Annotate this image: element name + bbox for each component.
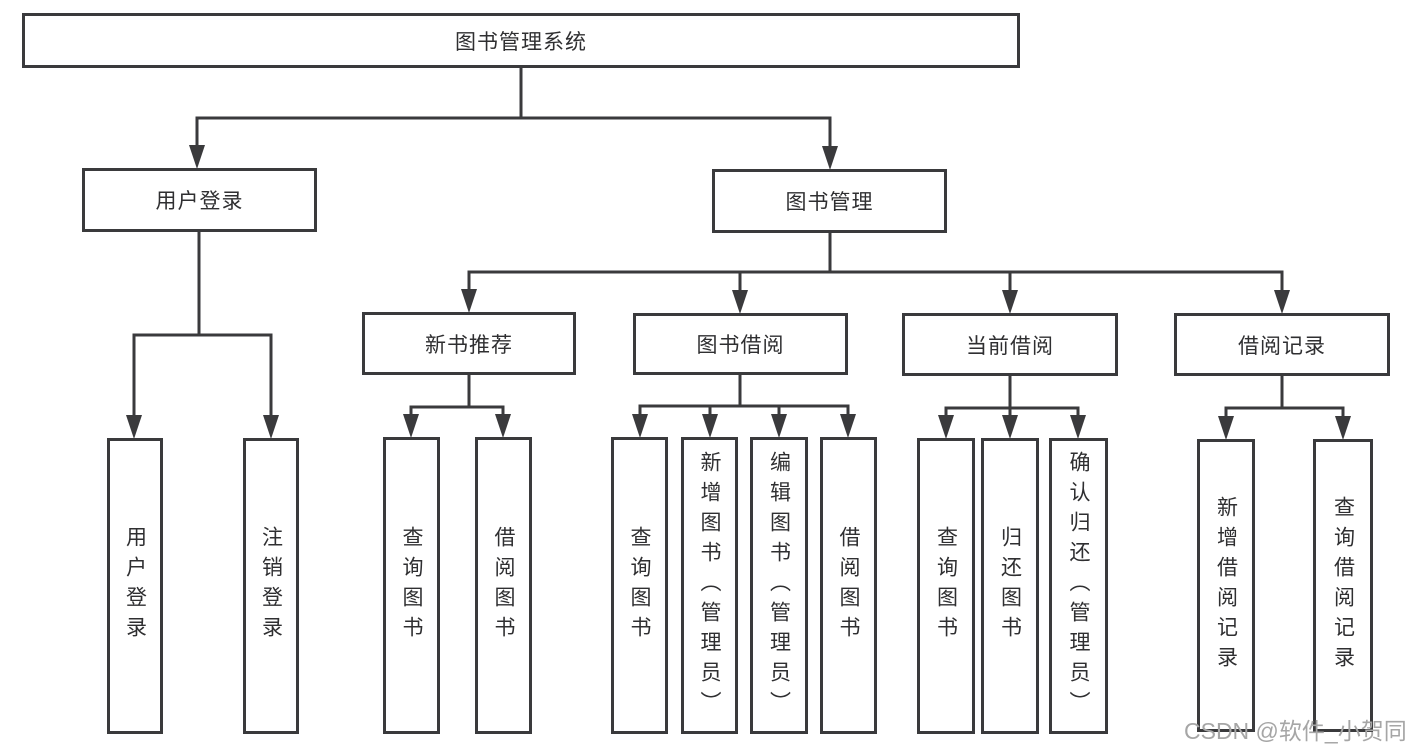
leaf-borrow-books-recommend: 借阅图书 [475, 437, 532, 734]
leaf-query-books-recommend: 查询图书 [383, 437, 440, 734]
node-book-borrow: 图书借阅 [633, 313, 848, 375]
leaf-user-login: 用户登录 [107, 438, 163, 734]
leaf-return-books: 归还图书 [981, 438, 1039, 734]
leaf-label: 查询图书 [400, 525, 423, 646]
node-current-borrow-label: 当前借阅 [966, 334, 1054, 358]
node-borrow-records-label: 借阅记录 [1238, 334, 1326, 358]
leaf-label: 归还图书 [998, 526, 1022, 646]
leaf-label: 新增图书（管理员） [698, 450, 721, 721]
leaf-label: 查询图书 [628, 525, 651, 646]
leaf-query-books-borrow: 查询图书 [611, 437, 668, 734]
leaf-logout: 注销登录 [243, 438, 299, 734]
leaf-label: 查询图书 [934, 526, 958, 646]
node-user-login: 用户登录 [82, 168, 317, 232]
leaf-query-books-current: 查询图书 [917, 438, 975, 734]
leaf-label: 注销登录 [259, 526, 283, 646]
node-borrow-records: 借阅记录 [1174, 313, 1390, 376]
node-book-management: 图书管理 [712, 169, 947, 233]
leaf-borrow-books: 借阅图书 [820, 437, 877, 734]
leaf-add-borrow-record: 新增借阅记录 [1197, 439, 1255, 732]
leaf-add-books-admin: 新增图书（管理员） [681, 437, 738, 734]
leaf-label: 编辑图书（管理员） [767, 450, 791, 721]
leaf-label: 借阅图书 [837, 525, 860, 646]
node-current-borrow: 当前借阅 [902, 313, 1118, 376]
leaf-confirm-return-admin: 确认归还（管理员） [1049, 438, 1108, 734]
csdn-watermark: CSDN @软件_小贺同学 [1184, 718, 1405, 744]
node-new-book-recommend: 新书推荐 [362, 312, 576, 375]
node-root-label: 图书管理系统 [455, 30, 587, 54]
leaf-edit-books-admin: 编辑图书（管理员） [750, 437, 808, 734]
leaf-query-borrow-record: 查询借阅记录 [1313, 439, 1373, 732]
leaf-label: 确认归还（管理员） [1067, 451, 1090, 721]
node-user-login-label: 用户登录 [155, 190, 244, 213]
node-new-book-recommend-label: 新书推荐 [425, 333, 513, 357]
leaf-label: 新增借阅记录 [1214, 495, 1238, 676]
node-book-management-label: 图书管理 [785, 191, 874, 214]
leaf-label: 借阅图书 [492, 525, 515, 646]
leaf-label: 查询借阅记录 [1331, 495, 1355, 676]
node-root: 图书管理系统 [22, 13, 1020, 68]
leaf-label: 用户登录 [123, 526, 147, 646]
node-book-borrow-label: 图书借阅 [696, 334, 785, 357]
